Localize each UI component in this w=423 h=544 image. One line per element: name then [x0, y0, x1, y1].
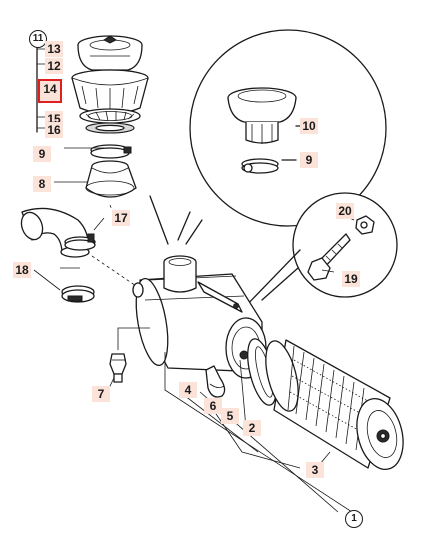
callout-6: 6: [204, 398, 222, 414]
detail-circle: [189, 29, 387, 227]
callout-1: 1: [345, 510, 363, 528]
callout-19: 19: [342, 271, 360, 287]
callout-7: 7: [92, 386, 110, 402]
callout-9-upper: 9: [33, 146, 51, 162]
primary-filter-element: [265, 339, 404, 470]
precleaner-fan-ring: [79, 108, 141, 124]
restriction-indicator: [109, 353, 127, 383]
leader-part1: [164, 352, 353, 513]
filter-housing: [135, 255, 267, 398]
adapter: [85, 160, 137, 198]
hose-clamp-upper: [64, 233, 96, 251]
callout-16: 16: [45, 122, 63, 138]
callout-11: 11: [29, 30, 47, 48]
group-11-ticks: [37, 48, 48, 129]
bolt: [307, 233, 351, 281]
housing-inlet-stub: [132, 282, 144, 298]
callout-14-highlighted[interactable]: 14: [38, 79, 62, 103]
callout-17: 17: [112, 210, 130, 226]
callout-20: 20: [336, 203, 354, 219]
callout-5: 5: [221, 408, 239, 424]
callout-13: 13: [45, 41, 63, 57]
clamp-left-upper: [90, 144, 132, 159]
precleaner-cap: [77, 35, 143, 71]
callout-9-detail: 9: [300, 152, 318, 168]
clamp-detail: [241, 158, 279, 174]
safety-element-cap: [227, 87, 297, 144]
precleaner-bowl: [71, 69, 149, 115]
hose-clamp-lower: [61, 285, 95, 303]
callout-12: 12: [45, 58, 63, 74]
callout-4: 4: [179, 382, 197, 398]
callout-3: 3: [306, 462, 324, 478]
callout-8: 8: [33, 176, 51, 192]
callout-18: 18: [13, 262, 31, 278]
callout-10: 10: [300, 118, 318, 134]
callout-2: 2: [243, 420, 261, 436]
nut: [355, 215, 375, 235]
